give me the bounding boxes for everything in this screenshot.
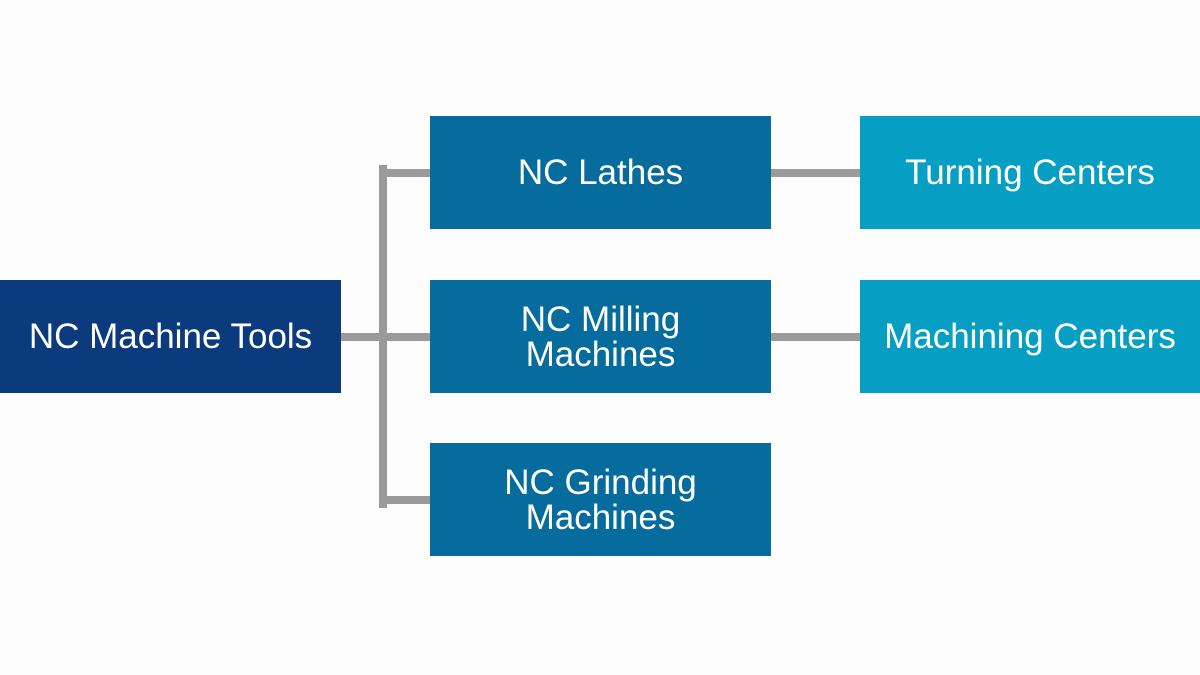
- node-nc-lathes: NC Lathes: [430, 116, 771, 229]
- node-label: NC Grinding Machines: [504, 462, 697, 537]
- node-nc-machine-tools: NC Machine Tools: [0, 280, 341, 393]
- node-machining-centers: Machining Centers: [860, 280, 1200, 393]
- node-label: NC Milling Machines: [520, 299, 681, 374]
- node-label: NC Machine Tools: [28, 317, 313, 356]
- node-label: Turning Centers: [905, 153, 1155, 192]
- node-label: Machining Centers: [884, 317, 1176, 356]
- node-nc-grinding-machines: NC Grinding Machines: [430, 443, 771, 556]
- node-nc-milling-machines: NC Milling Machines: [430, 280, 771, 393]
- node-turning-centers: Turning Centers: [860, 116, 1200, 229]
- node-label: NC Lathes: [517, 153, 684, 192]
